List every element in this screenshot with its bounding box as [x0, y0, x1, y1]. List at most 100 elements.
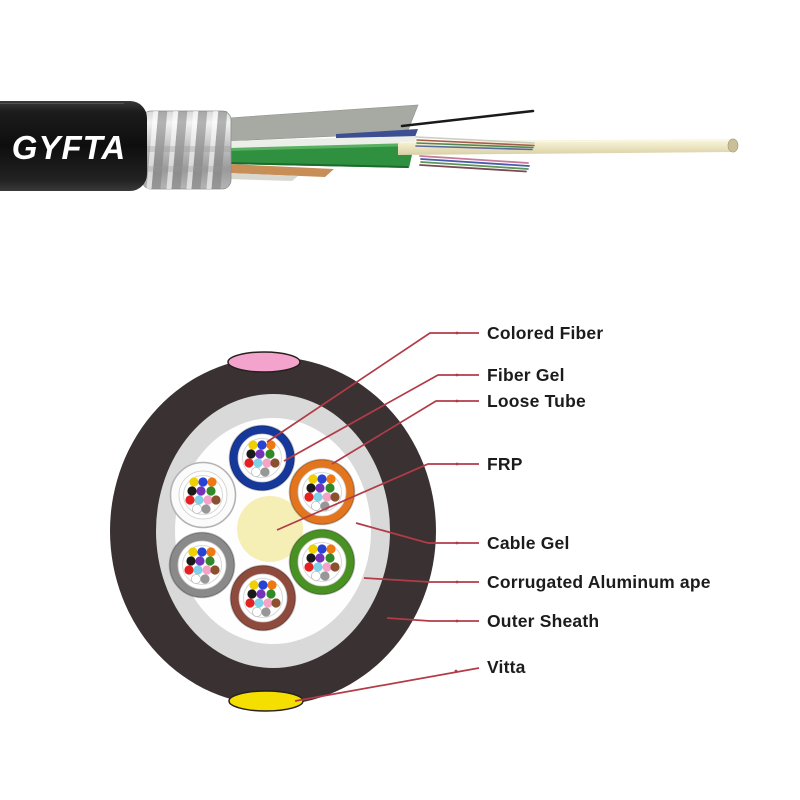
- part-label: Vitta: [487, 657, 526, 677]
- fiber-dot: [185, 495, 195, 505]
- leader-dot: [455, 580, 459, 584]
- armor-ridges: [145, 111, 229, 189]
- fiber-dot: [255, 449, 265, 459]
- leader-dot: [455, 541, 459, 545]
- photo-under-strip: [228, 173, 298, 181]
- armor-groove: [142, 166, 231, 172]
- fiber-strand: [415, 145, 533, 151]
- fiber-dot: [251, 606, 262, 617]
- leader-line: [386, 617, 479, 622]
- armor-ridge-light: [205, 111, 220, 189]
- fiber-dot: [186, 556, 196, 566]
- fiber-dot: [257, 440, 267, 450]
- fiber-dot: [265, 449, 275, 459]
- fiber-dot: [193, 565, 203, 575]
- fiber-dot: [202, 565, 212, 575]
- fiber-strand: [419, 155, 529, 164]
- leader-dot: [455, 619, 459, 623]
- frp-rod-tip: [727, 138, 739, 153]
- fiber-dot: [304, 562, 314, 572]
- fiber-dot: [261, 607, 271, 617]
- fiber-dot: [246, 449, 256, 459]
- fiber-dot: [315, 553, 325, 563]
- brand-text: GYFTA: [12, 129, 126, 166]
- armor-ridge-light: [185, 111, 200, 189]
- fiber-dot: [266, 440, 276, 450]
- armor-ridge-light: [145, 111, 160, 189]
- armor-ridge-dark: [210, 111, 229, 189]
- fiber-dot: [310, 500, 321, 511]
- fiber-dot: [188, 547, 198, 557]
- fiber-dot: [325, 553, 335, 563]
- leader-dot: [455, 399, 459, 403]
- frp-center: [237, 496, 303, 562]
- fiber-dot: [194, 495, 204, 505]
- fiber-dot: [205, 556, 215, 566]
- fiber-strand: [415, 136, 535, 144]
- photo-green-tube-shadow: [227, 162, 409, 168]
- armor-groove: [142, 146, 231, 152]
- fiber-dot: [310, 570, 321, 581]
- leader-dot: [455, 462, 459, 466]
- fiber-dot: [191, 503, 202, 514]
- fiber-dot: [306, 553, 316, 563]
- armor-ridge-dark: [150, 111, 169, 189]
- fiber-dot: [201, 504, 211, 514]
- loose-tube-gray: [168, 531, 236, 599]
- fiber-dot: [308, 474, 318, 484]
- fiber-dot: [270, 458, 280, 468]
- fiber-dot: [187, 486, 197, 496]
- fiber-dot: [196, 486, 206, 496]
- part-label: Colored Fiber: [487, 323, 603, 343]
- fiber-dot: [258, 580, 268, 590]
- fiber-dot: [248, 440, 258, 450]
- fiber-bundle-outline: [302, 472, 342, 512]
- bottom-vitta: [228, 690, 304, 712]
- part-label: Loose Tube: [487, 391, 586, 411]
- part-label: FRP: [487, 454, 523, 474]
- fiber-bundle-outline: [243, 578, 283, 618]
- part-label: Fiber Gel: [487, 365, 565, 385]
- fiber-dot: [211, 495, 221, 505]
- fiber-dot: [320, 571, 330, 581]
- fiber-dot: [250, 466, 261, 477]
- leader-line: [276, 463, 479, 531]
- fiber-dot: [267, 580, 277, 590]
- photo-fiber-strands: [400, 109, 535, 173]
- fiber-dot: [184, 565, 194, 575]
- fiber-strand: [416, 139, 535, 147]
- fiber-dot: [325, 483, 335, 493]
- fiber-dot: [210, 565, 220, 575]
- leader-line: [283, 374, 479, 462]
- fiber-dot: [326, 544, 336, 554]
- fiber-dot: [330, 492, 340, 502]
- fiber-bundle-outline: [182, 545, 222, 585]
- leader-line: [266, 332, 479, 443]
- fiber-dot: [263, 598, 273, 608]
- loose-tube-blue: [228, 424, 296, 492]
- fiber-bundle-outline: [242, 438, 282, 478]
- leader-line: [331, 400, 479, 465]
- fiber-bundle-outline: [183, 475, 223, 515]
- fiber-dot: [198, 477, 208, 487]
- fiber-dot: [207, 477, 217, 487]
- photo-corrugated-armor: [141, 110, 232, 190]
- fiber-strand: [419, 164, 527, 173]
- fiber-dot: [190, 573, 201, 584]
- leader-line: [363, 577, 479, 583]
- fiber-dot: [189, 477, 199, 487]
- black-fiber-strand: [400, 109, 535, 128]
- fiber-dot: [315, 483, 325, 493]
- fiber-dot: [256, 589, 266, 599]
- fiber-dot: [317, 544, 327, 554]
- part-label: Corrugated Aluminum ape: [487, 572, 711, 592]
- armor-ridge-dark: [170, 111, 189, 189]
- loose-tube-white: [169, 461, 237, 529]
- fiber-bundle-outline: [302, 542, 342, 582]
- loose-tube-brown: [229, 564, 297, 632]
- fiber-dot: [206, 547, 216, 557]
- fiber-dot: [306, 483, 316, 493]
- loose-tube-orange: [288, 458, 356, 526]
